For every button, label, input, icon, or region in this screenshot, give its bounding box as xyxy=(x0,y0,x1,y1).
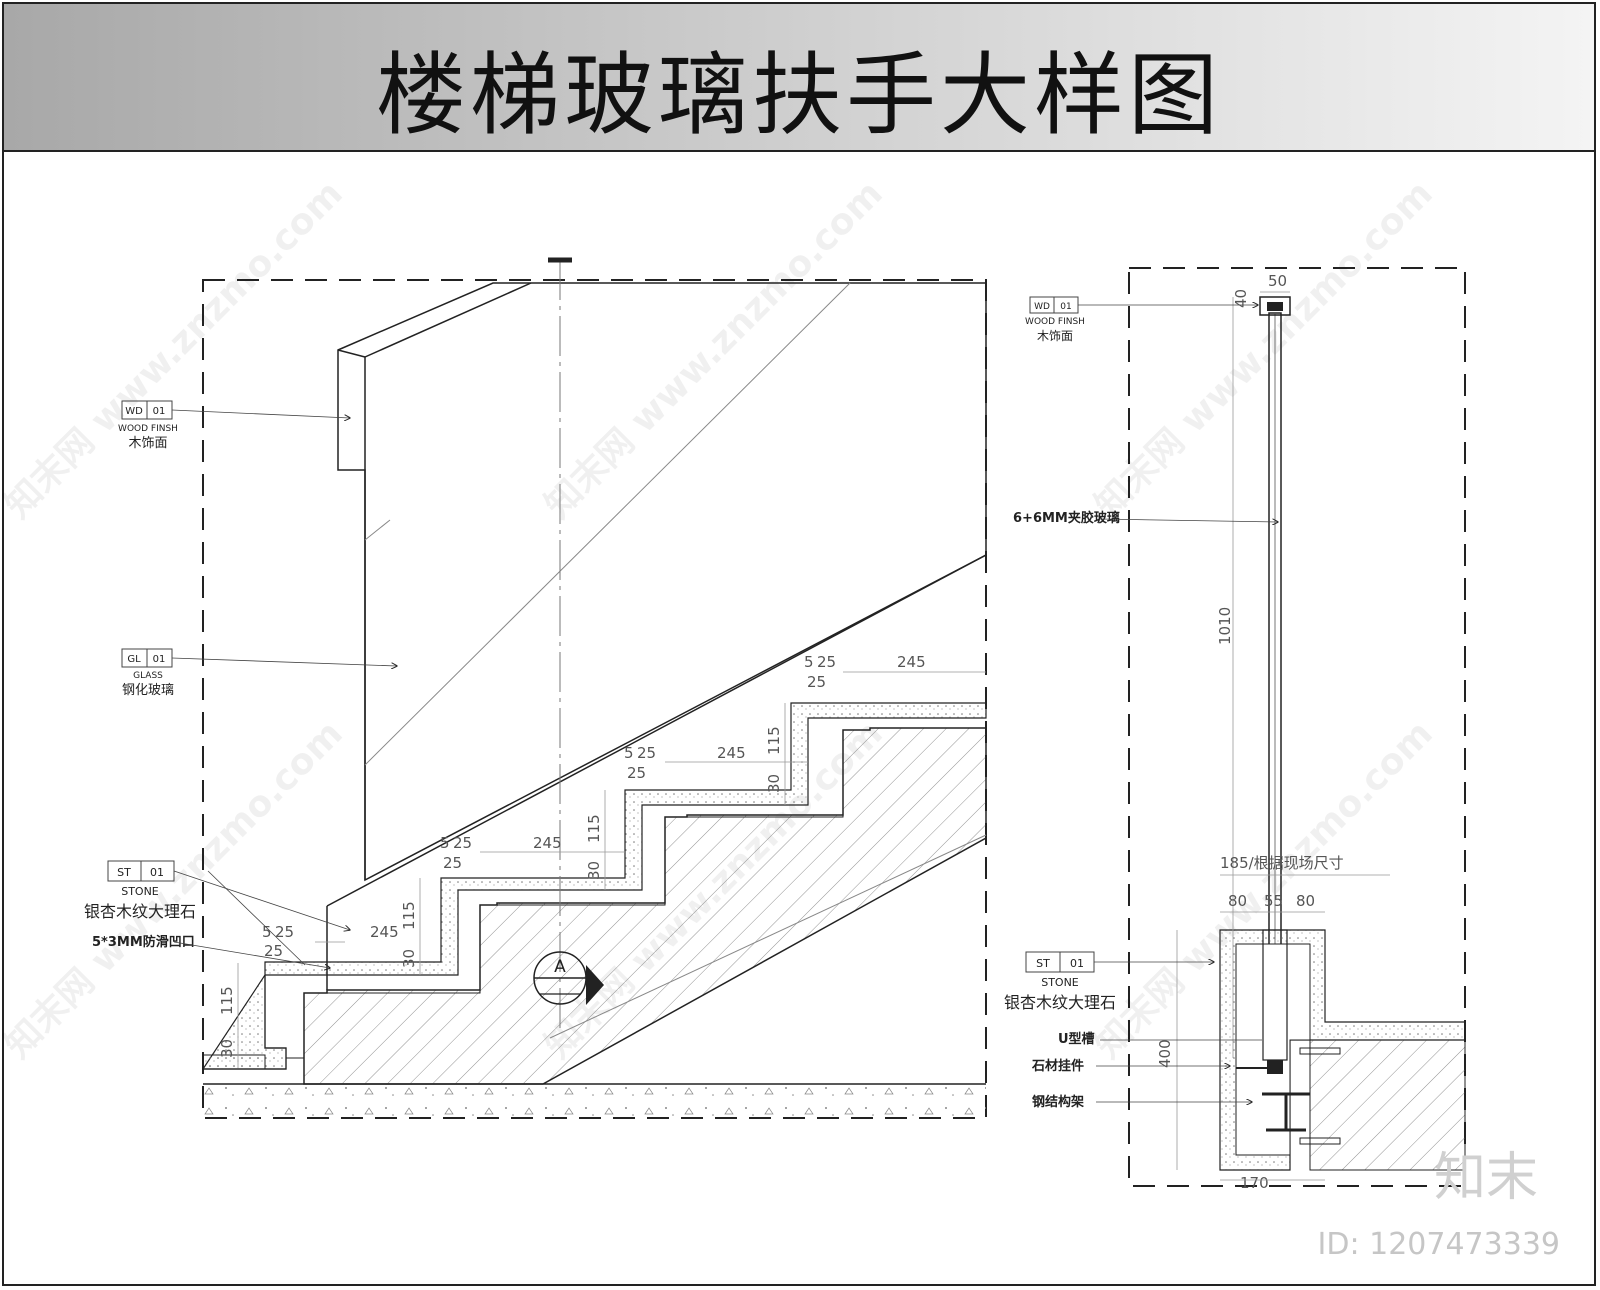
svg-text:WOOD FINSH: WOOD FINSH xyxy=(1025,317,1085,327)
section-mark-label: A xyxy=(554,957,566,977)
svg-text:01: 01 xyxy=(150,866,164,879)
svg-text:5: 5 xyxy=(624,744,634,762)
svg-text:石材挂件: 石材挂件 xyxy=(1031,1058,1084,1074)
svg-text:115: 115 xyxy=(765,726,783,755)
right-dimensions: 50 40 1010 185/根据现场尺寸 80 55 80 400 170 xyxy=(1156,272,1390,1192)
title-bar: 楼梯玻璃扶手大样图 xyxy=(4,4,1594,152)
svg-text:01: 01 xyxy=(153,406,166,417)
tag-wood-finish: WD 01 WOOD FINSH 木饰面 xyxy=(118,400,350,451)
svg-text:25: 25 xyxy=(443,854,462,872)
svg-text:知末网 www.znzmo.com: 知末网 www.znzmo.com xyxy=(0,173,351,526)
svg-text:25: 25 xyxy=(637,744,656,762)
svg-text:25: 25 xyxy=(275,923,294,941)
svg-text:WD: WD xyxy=(125,406,143,417)
svg-text:30: 30 xyxy=(765,774,783,793)
left-elevation: A 245 245 245 245 115 115 115 115 30 30 … xyxy=(84,257,987,1119)
steel-bracket xyxy=(1262,1092,1310,1132)
note-stone-hanger: 石材挂件 xyxy=(1031,1058,1230,1074)
image-id-label: ID: 1207473339 xyxy=(1317,1227,1560,1262)
svg-text:50: 50 xyxy=(1268,272,1287,290)
svg-text:25: 25 xyxy=(627,764,646,782)
svg-text:GL: GL xyxy=(127,654,141,665)
svg-text:WOOD FINSH: WOOD FINSH xyxy=(118,424,178,434)
svg-text:知末网 www.znzmo.com: 知末网 www.znzmo.com xyxy=(537,173,890,526)
svg-text:01: 01 xyxy=(1070,957,1084,970)
svg-text:知末网 www.znzmo.com: 知末网 www.znzmo.com xyxy=(1087,173,1440,526)
svg-text:25: 25 xyxy=(807,673,826,691)
note-antislip: 5*3MM防滑凹口 xyxy=(92,934,195,950)
floor-slab xyxy=(203,1084,986,1118)
tag-wood-finish-right: WD 01 WOOD FINSH 木饰面 xyxy=(1025,296,1258,343)
svg-text:钢结构架: 钢结构架 xyxy=(1032,1094,1084,1110)
svg-text:5: 5 xyxy=(804,653,814,671)
svg-text:25: 25 xyxy=(453,834,472,852)
tag-stone-right: ST 01 STONE 银杏木纹大理石 xyxy=(1004,951,1214,1012)
svg-text:U型槽: U型槽 xyxy=(1058,1031,1095,1047)
svg-text:木饰面: 木饰面 xyxy=(128,436,167,451)
svg-text:80: 80 xyxy=(1296,892,1315,910)
svg-text:WD: WD xyxy=(1034,302,1050,312)
note-steel-frame: 钢结构架 xyxy=(1032,1094,1252,1110)
tag-glass: GL 01 GLASS 钢化玻璃 xyxy=(121,648,397,698)
svg-text:银杏木纹大理石: 银杏木纹大理石 xyxy=(1004,993,1116,1012)
svg-text:银杏木纹大理石: 银杏木纹大理石 xyxy=(84,902,196,921)
svg-text:80: 80 xyxy=(1228,892,1247,910)
svg-text:25: 25 xyxy=(817,653,836,671)
svg-text:1010: 1010 xyxy=(1216,607,1234,645)
svg-text:245: 245 xyxy=(370,923,399,941)
tag-stone: ST 01 STONE 银杏木纹大理石 5*3MM防滑凹口 xyxy=(84,860,350,968)
svg-text:30: 30 xyxy=(400,949,418,968)
svg-text:木饰面: 木饰面 xyxy=(1037,329,1073,343)
svg-text:6+6MM夹胶玻璃: 6+6MM夹胶玻璃 xyxy=(1013,510,1120,526)
glass-panel xyxy=(337,282,987,882)
svg-text:40: 40 xyxy=(1232,289,1250,308)
svg-text:30: 30 xyxy=(585,861,603,880)
right-section: 50 40 1010 185/根据现场尺寸 80 55 80 400 170 W… xyxy=(1004,267,1466,1192)
svg-text:钢化玻璃: 钢化玻璃 xyxy=(122,683,174,698)
svg-text:245: 245 xyxy=(717,744,746,762)
svg-text:5: 5 xyxy=(440,834,450,852)
svg-text:55: 55 xyxy=(1264,892,1283,910)
svg-text:STONE: STONE xyxy=(1041,976,1079,989)
note-glass: 6+6MM夹胶玻璃 xyxy=(1013,510,1278,526)
wood-cap xyxy=(1259,296,1291,316)
svg-text:115: 115 xyxy=(400,901,418,930)
svg-text:170: 170 xyxy=(1240,1174,1269,1192)
svg-text:30: 30 xyxy=(218,1039,236,1058)
svg-text:115: 115 xyxy=(218,986,236,1015)
note-u-channel: U型槽 xyxy=(1058,1031,1262,1047)
svg-text:245: 245 xyxy=(897,653,926,671)
note-site-dim: 185/根据现场尺寸 xyxy=(1220,854,1344,872)
svg-text:ST: ST xyxy=(117,866,131,879)
svg-text:01: 01 xyxy=(1060,302,1071,312)
svg-text:400: 400 xyxy=(1156,1039,1174,1068)
svg-text:STONE: STONE xyxy=(121,885,159,898)
svg-text:5: 5 xyxy=(262,923,272,941)
brand-logo: 知末 xyxy=(1433,1148,1538,1208)
svg-text:01: 01 xyxy=(153,654,166,665)
page-title: 楼梯玻璃扶手大样图 xyxy=(376,43,1222,148)
svg-text:115: 115 xyxy=(585,814,603,843)
svg-text:25: 25 xyxy=(264,942,283,960)
svg-text:245: 245 xyxy=(533,834,562,852)
stone-cladding xyxy=(201,702,987,1084)
svg-text:知末网 www.znzmo.com: 知末网 www.znzmo.com xyxy=(0,713,351,1066)
svg-text:GLASS: GLASS xyxy=(133,671,163,681)
svg-text:ST: ST xyxy=(1036,957,1050,970)
left-dimensions: 245 245 245 245 115 115 115 115 30 30 30… xyxy=(218,653,986,1068)
right-view-boundary xyxy=(1128,267,1466,1187)
